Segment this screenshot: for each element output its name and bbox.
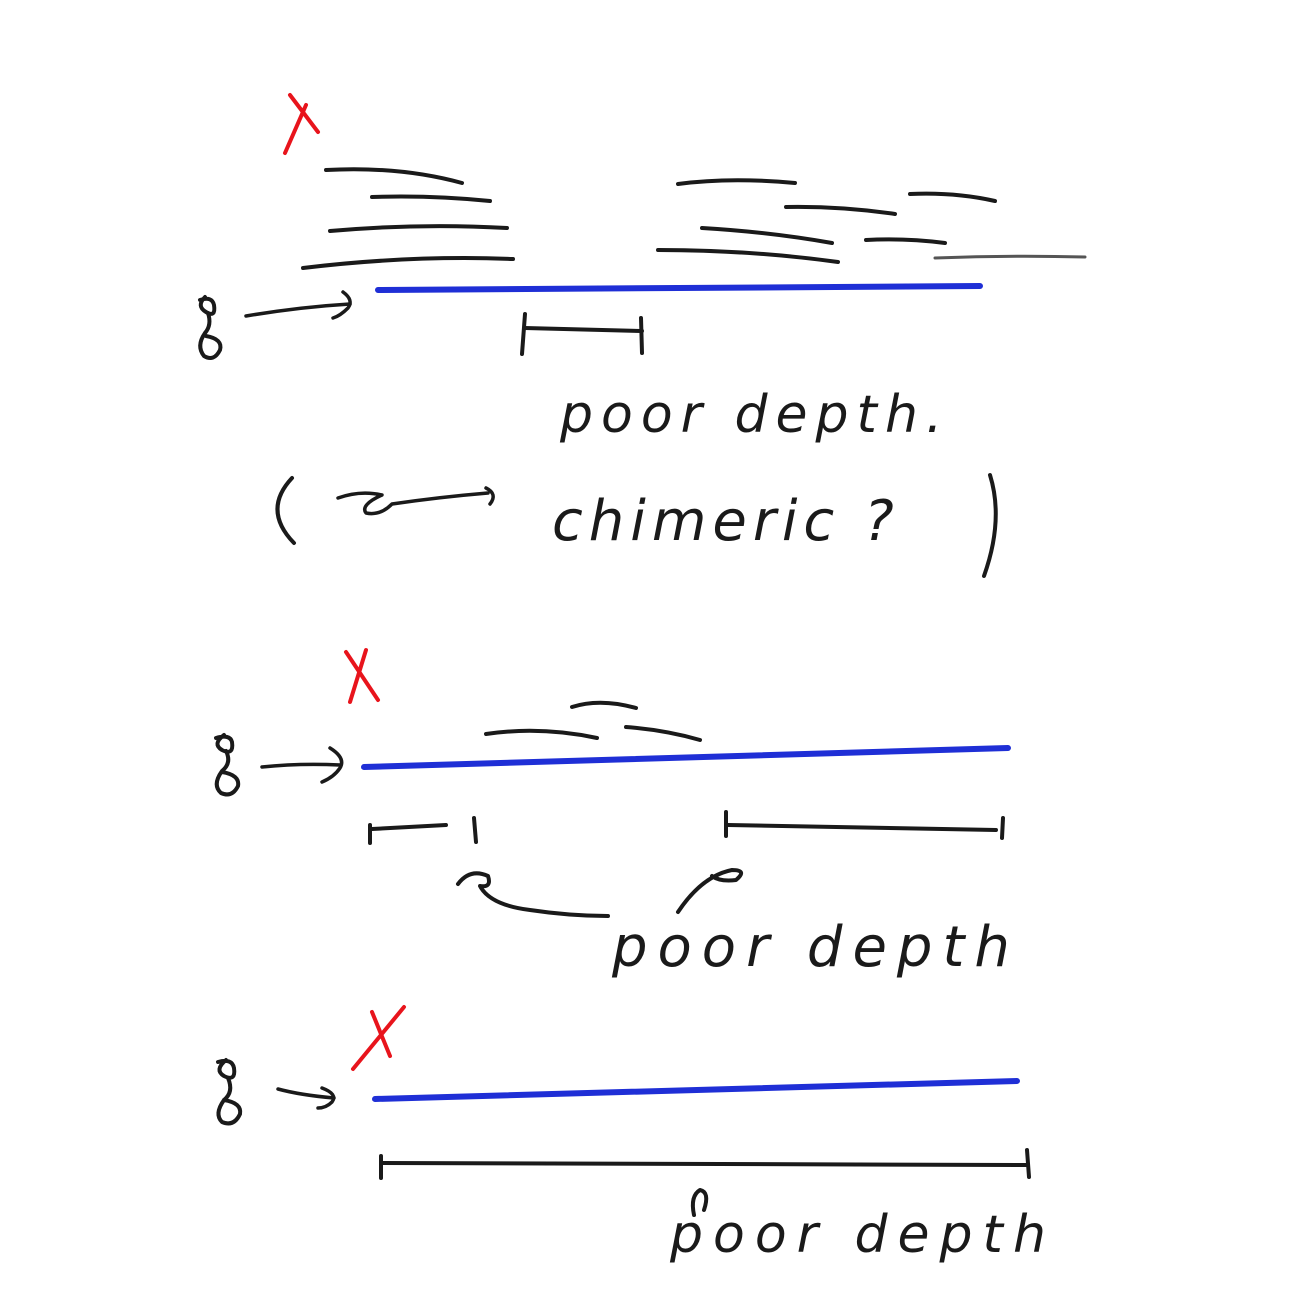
arrow-icon bbox=[336, 486, 495, 516]
read-line bbox=[676, 178, 797, 186]
connector-curve bbox=[456, 868, 744, 918]
panel-3: poor depth bbox=[216, 1005, 1056, 1265]
read-pileup-right bbox=[656, 178, 1087, 264]
arrow-icon bbox=[260, 746, 344, 784]
read-line bbox=[370, 194, 492, 203]
contig-line bbox=[361, 745, 1011, 770]
read-line bbox=[908, 191, 997, 203]
poor-depth-label: poor depth bbox=[669, 1205, 1056, 1265]
cut-mark-x-icon bbox=[283, 93, 320, 155]
read-line bbox=[301, 256, 515, 270]
chimeric-label: chimeric ? bbox=[552, 489, 900, 554]
read-line bbox=[656, 248, 840, 264]
open-paren bbox=[275, 476, 296, 545]
cut-mark-x-icon bbox=[344, 648, 380, 704]
read-pileup bbox=[484, 700, 702, 742]
read-line bbox=[484, 728, 599, 740]
arrow-icon bbox=[244, 290, 352, 320]
poor-depth-bracket bbox=[368, 816, 478, 845]
read-line bbox=[700, 226, 834, 245]
read-pileup-left bbox=[301, 167, 515, 270]
read-line bbox=[784, 204, 897, 216]
panel-1: poor depth. chimeric ? bbox=[198, 93, 1087, 578]
read-line bbox=[933, 254, 1087, 260]
marker-g-icon bbox=[216, 1058, 243, 1126]
read-line bbox=[328, 224, 509, 233]
poor-depth-label: poor depth. bbox=[559, 385, 950, 445]
read-line bbox=[624, 725, 702, 742]
cut-mark-x-icon bbox=[351, 1005, 406, 1071]
read-line bbox=[864, 237, 947, 245]
marker-g-icon bbox=[198, 295, 223, 360]
chimeric-note: chimeric ? bbox=[275, 473, 998, 578]
contig-line bbox=[372, 1078, 1020, 1102]
poor-depth-label: poor depth bbox=[611, 915, 1020, 980]
read-line bbox=[324, 167, 464, 185]
marker-g-icon bbox=[214, 733, 241, 797]
read-line bbox=[570, 700, 638, 710]
arrow-icon bbox=[276, 1086, 336, 1110]
connector-curve bbox=[690, 1188, 709, 1217]
poor-depth-bracket bbox=[724, 810, 1005, 840]
close-paren bbox=[982, 473, 998, 578]
contig-line bbox=[375, 283, 983, 293]
poor-depth-bracket bbox=[379, 1148, 1031, 1180]
poor-depth-bracket bbox=[520, 312, 644, 356]
panel-2: poor depth bbox=[214, 648, 1020, 980]
